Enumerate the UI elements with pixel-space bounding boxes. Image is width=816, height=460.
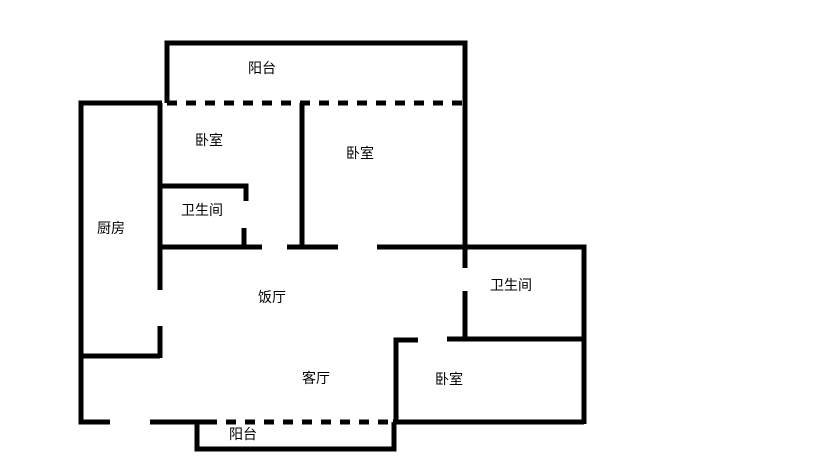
room-label-bathroom-2: 卫生间	[490, 278, 532, 294]
wall	[393, 337, 418, 422]
room-label-living-room: 客厅	[302, 370, 330, 387]
room-label-kitchen: 厨房	[97, 221, 125, 237]
wall	[160, 183, 249, 201]
room-label-dining-room: 饭厅	[258, 290, 286, 306]
room-label-bedroom-3: 卧室	[435, 371, 463, 388]
room-label-balcony-bottom: 阳台	[229, 427, 257, 443]
room-label-balcony-top: 阳台	[248, 61, 276, 77]
wall	[164, 40, 468, 268]
wall	[465, 244, 587, 424]
room-label-bedroom-1: 卧室	[195, 132, 223, 149]
wall	[78, 100, 162, 425]
room-label-bathroom-1: 卫生间	[181, 203, 223, 219]
room-labels: 阳台 卧室 卧室 卫生间 厨房 饭厅 卫生间 客厅 卧室 阳台	[97, 61, 532, 443]
wall	[194, 422, 397, 452]
room-label-bedroom-2: 卧室	[346, 145, 374, 162]
walls	[78, 40, 587, 452]
